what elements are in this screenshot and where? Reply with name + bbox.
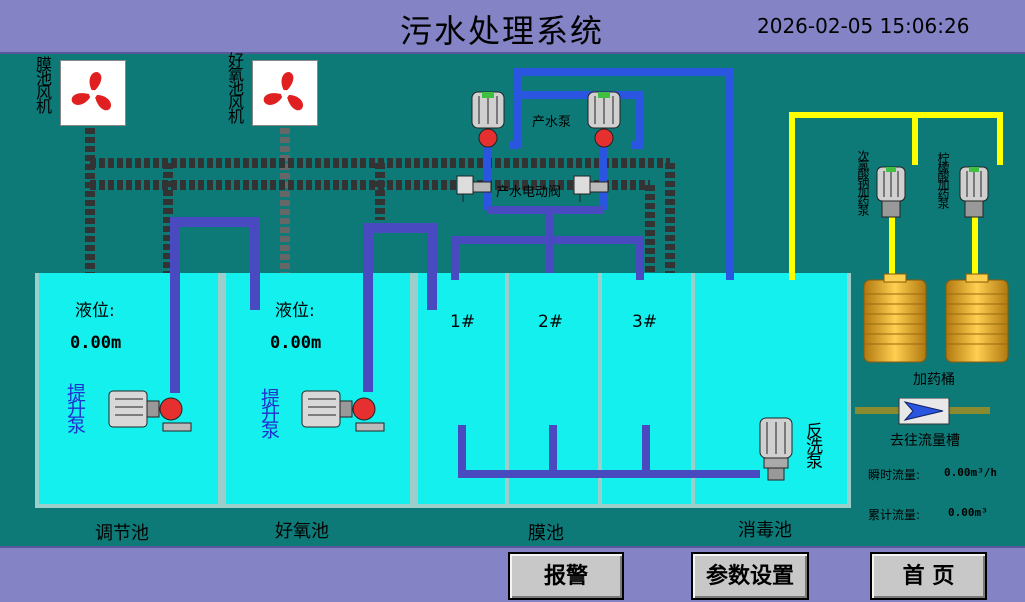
lift-pump-2-label: 提升泵: [258, 388, 280, 436]
product-water-pipes: [483, 68, 734, 278]
lift-pump-2[interactable]: [300, 385, 388, 435]
params-button[interactable]: 参数设置: [691, 552, 809, 600]
lift-pump-1[interactable]: [107, 385, 195, 435]
membrane-fan[interactable]: [60, 60, 126, 126]
production-pump-2[interactable]: [584, 90, 626, 150]
flow-slot-label: 去往流量槽: [890, 433, 960, 449]
air-pipes: [85, 128, 675, 275]
datetime-display: 2026-02-05 15:06:26: [757, 14, 970, 38]
production-pump-label: 产水泵: [532, 115, 572, 130]
membrane-tank-name: 膜池: [528, 523, 564, 544]
arrow-right-icon: [903, 401, 944, 421]
dosing-barrel-1: [863, 273, 927, 363]
production-pump-1[interactable]: [468, 90, 510, 150]
production-valve-2[interactable]: [572, 170, 612, 206]
header-bar: 污水处理系统 2026-02-05 15:06:26: [0, 0, 1025, 54]
dosing-barrel-2: [945, 273, 1009, 363]
flow-direction: [855, 398, 990, 425]
alarm-button[interactable]: 报警: [508, 552, 624, 600]
disinfection-tank-name: 消毒池: [738, 520, 792, 541]
instant-flow-value: 0.00m³/h: [944, 466, 997, 479]
total-flow-value: 0.00m³: [948, 506, 988, 519]
hypochlorite-pump[interactable]: [874, 165, 910, 221]
lift-pump-1-label: 提升泵: [64, 383, 86, 431]
hypochlorite-pump-label: 次氯酸钠加药泵: [856, 150, 870, 213]
home-button[interactable]: 首 页: [870, 552, 987, 600]
membrane-unit-3: 3#: [632, 312, 658, 332]
citric-pump[interactable]: [957, 165, 993, 221]
regulating-level-value: 0.00m: [70, 333, 122, 353]
disinfection-tank: [691, 273, 851, 508]
aerobic-fan[interactable]: [252, 60, 318, 126]
regulating-level-label: 液位:: [75, 301, 115, 321]
membrane-unit-1: 1#: [450, 312, 476, 332]
membrane-fan-label: 膜池风机: [33, 56, 52, 112]
total-flow-label: 累计流量:: [868, 508, 921, 522]
membrane-manifold: [451, 206, 644, 275]
aerobic-fan-label: 好氧池风机: [225, 52, 244, 122]
dosing-pipes: [789, 112, 1003, 280]
dosing-barrel-label: 加药桶: [913, 372, 955, 388]
backwash-pump[interactable]: [756, 416, 796, 482]
instant-flow-label: 瞬时流量:: [868, 468, 921, 482]
aerobic-tank-name: 好氧池: [275, 521, 329, 542]
production-valve-label: 产水电动阀: [496, 185, 562, 200]
aerobic-level-value: 0.00m: [270, 333, 322, 353]
aerobic-level-label: 液位:: [275, 301, 315, 321]
fan-icon: [71, 72, 111, 111]
backwash-pump-label: 反洗泵: [802, 422, 822, 467]
production-valve-1[interactable]: [455, 170, 495, 206]
fan-icon: [263, 72, 303, 111]
regulating-tank-name: 调节池: [95, 523, 149, 544]
citric-pump-label: 柠檬酸加药泵: [936, 152, 950, 206]
page-title: 污水处理系统: [400, 12, 605, 50]
membrane-unit-2: 2#: [538, 312, 564, 332]
